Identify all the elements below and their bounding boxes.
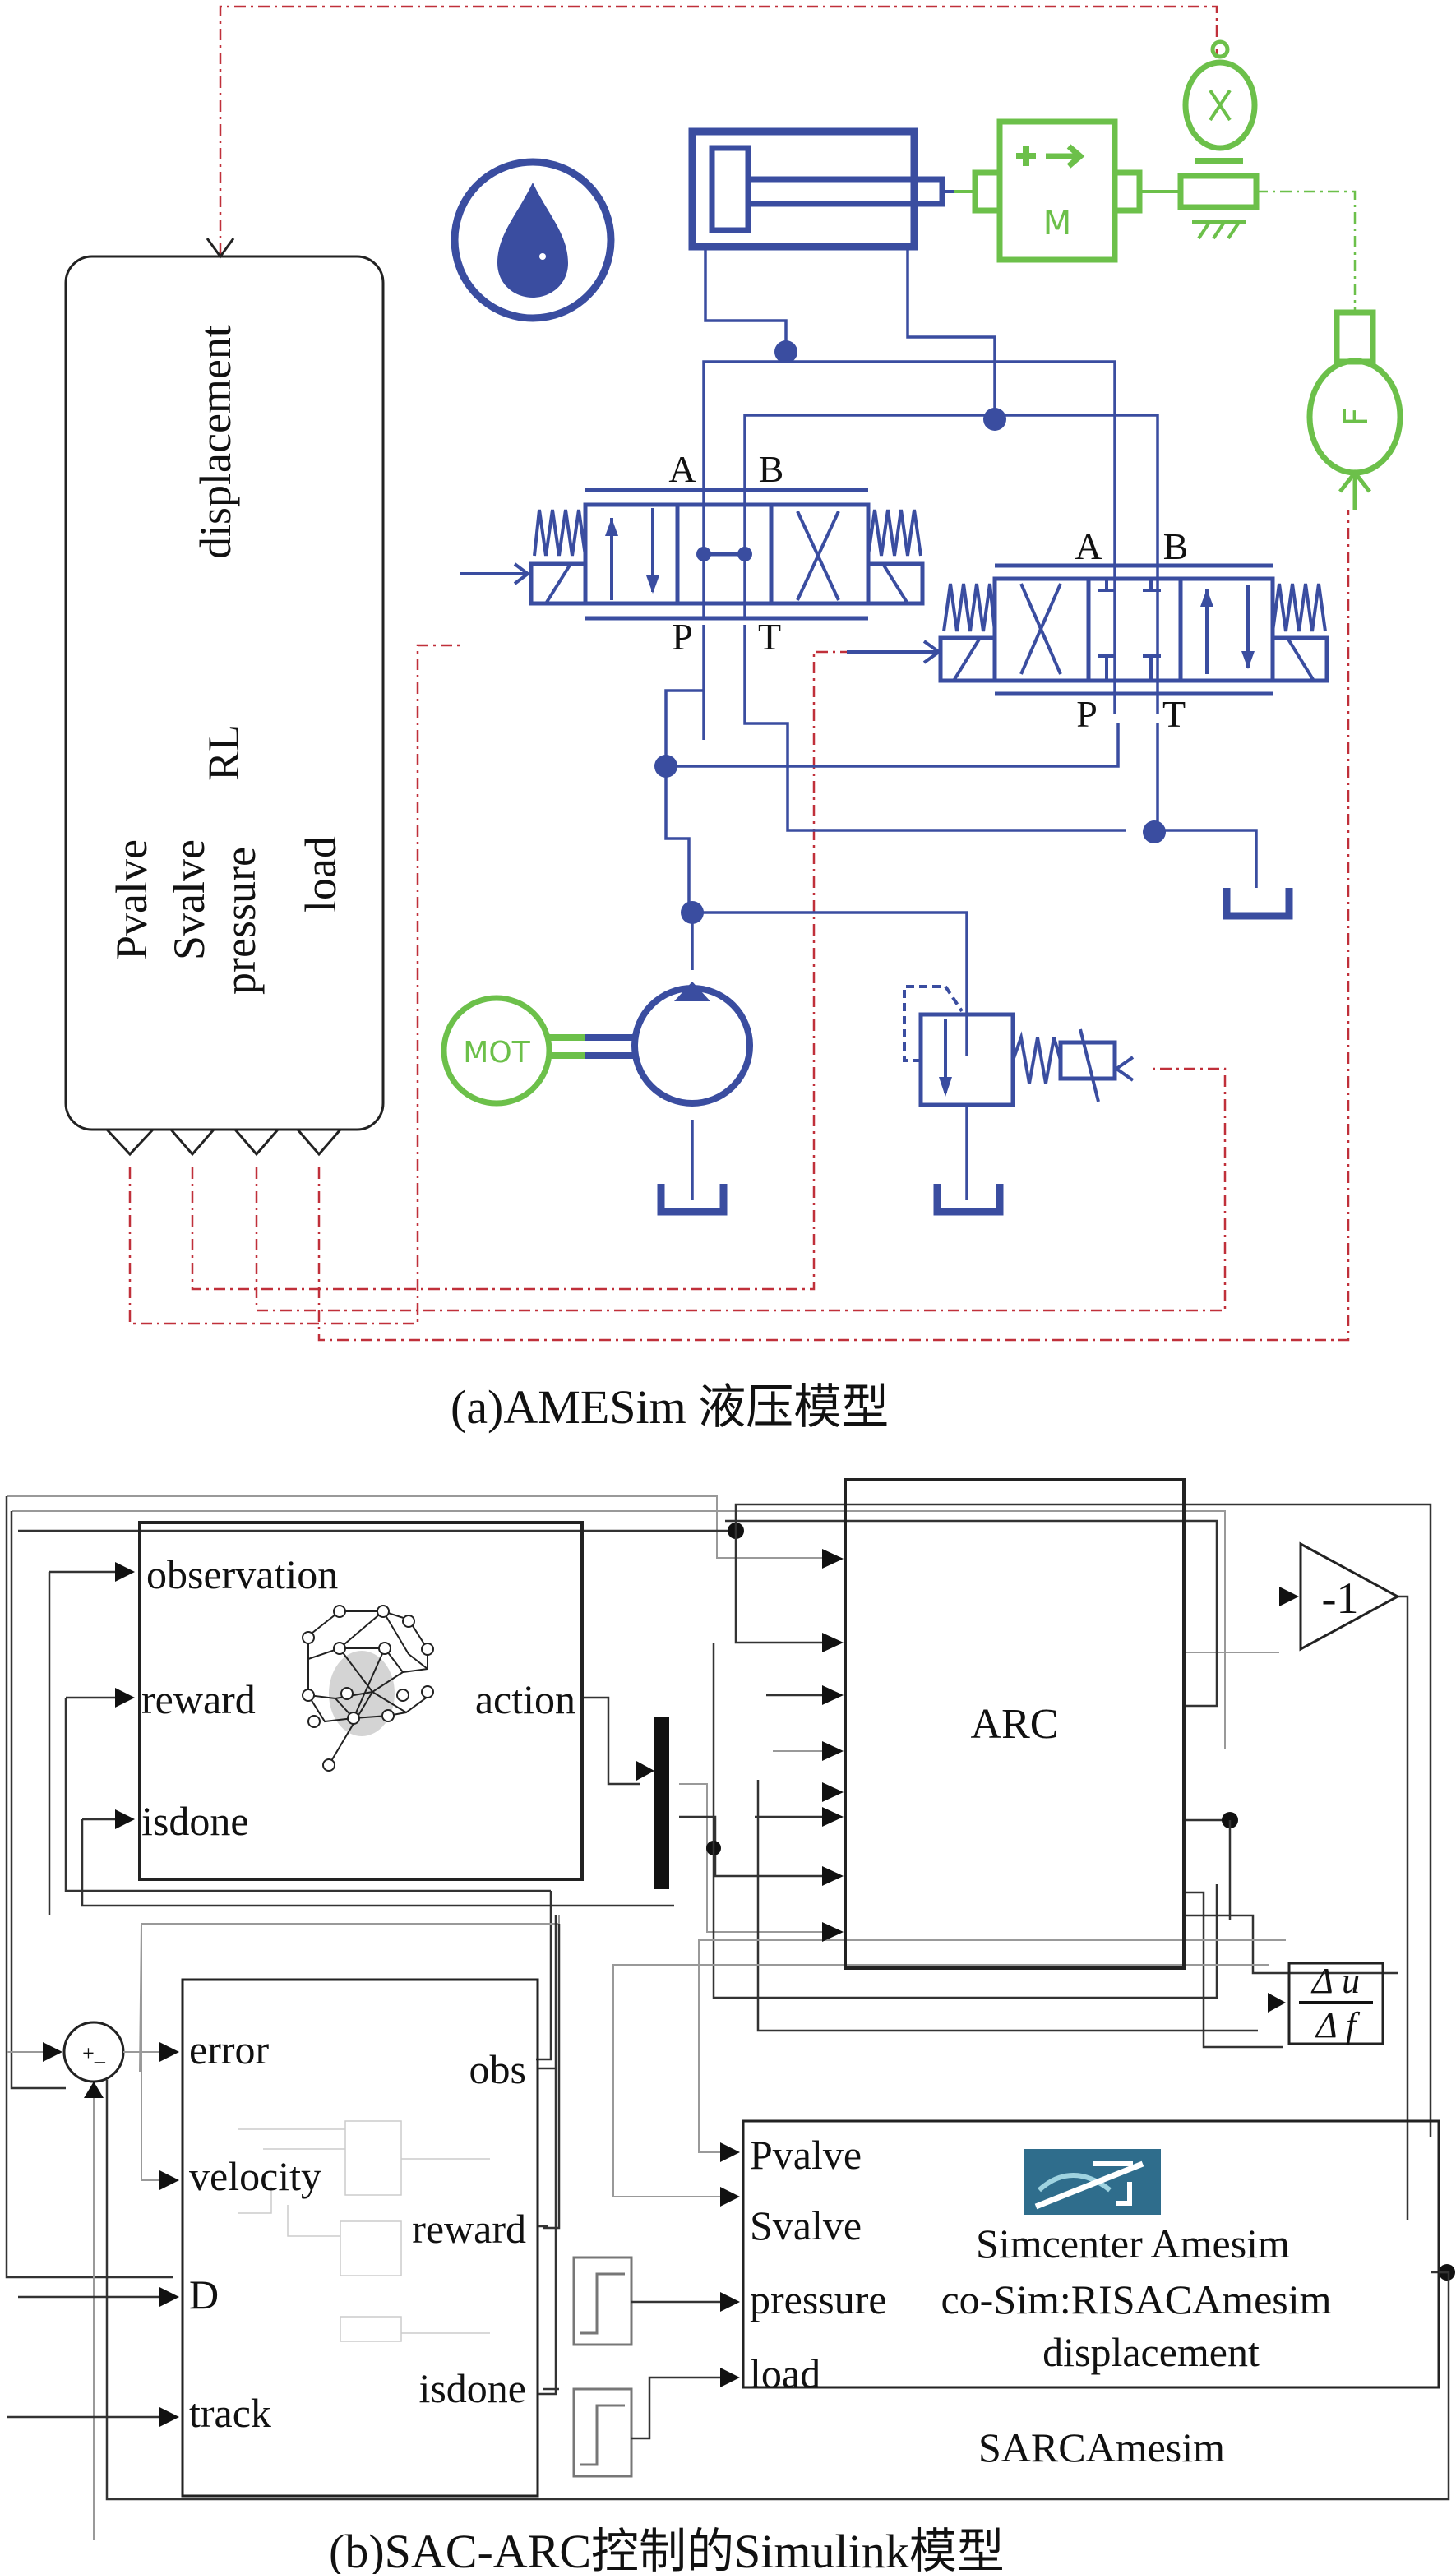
caption-a: (a)AMESim 液压模型 bbox=[451, 1380, 890, 1434]
amesim-input-pressure: pressure bbox=[750, 2276, 887, 2322]
rl-block: displacement RL Pvalve Svalve pressure l… bbox=[64, 255, 385, 1157]
valve1-port-p: P bbox=[672, 616, 693, 658]
gain-label: -1 bbox=[1322, 1574, 1359, 1623]
signal-pvalve-1 bbox=[128, 1167, 419, 1325]
valve2-port-p: P bbox=[1076, 693, 1098, 735]
mux-block bbox=[654, 1717, 669, 1889]
amesim-title-line3: displacement bbox=[1042, 2329, 1260, 2375]
electric-motor-icon: MOT bbox=[441, 995, 585, 1107]
env-input-velocity: velocity bbox=[189, 2153, 321, 2199]
relief-valve-icon bbox=[903, 985, 1135, 1107]
port-arrow-icon bbox=[636, 1761, 654, 1781]
rl-label-svalve: Svalve bbox=[164, 839, 214, 960]
arc-block: ARC bbox=[822, 1478, 1186, 1970]
agent-output-action: action bbox=[475, 1676, 575, 1722]
derivative-block: Δ u Δ f bbox=[1268, 1961, 1384, 2045]
amesim-title-line1: Simcenter Amesim bbox=[976, 2220, 1290, 2267]
valve2-port-b: B bbox=[1163, 525, 1189, 567]
mass-block-icon: M bbox=[954, 118, 1143, 263]
amesim-input-svalve: Svalve bbox=[750, 2202, 862, 2248]
env-input-d: D bbox=[189, 2271, 219, 2318]
simcenter-logo-icon bbox=[1024, 2149, 1161, 2215]
amesim-block-name: SARCAmesim bbox=[978, 2424, 1225, 2470]
env-output-obs: obs bbox=[469, 2046, 526, 2092]
motor-label: MOT bbox=[463, 1036, 530, 1070]
force-source-icon: F bbox=[1306, 309, 1403, 510]
signal-lines bbox=[128, 5, 1350, 1342]
rl-label-pressure: pressure bbox=[215, 847, 265, 995]
derivative-denominator: Δ f bbox=[1315, 2005, 1361, 2045]
signal-pvalve-2 bbox=[416, 644, 460, 1266]
sum-block: +_ bbox=[7, 2021, 164, 2540]
arc-label: ARC bbox=[971, 1701, 1059, 1748]
rl-label-pvalve: Pvalve bbox=[107, 839, 156, 960]
hydraulic-lines bbox=[654, 247, 1258, 1200]
rl-agent-block: observation reward isdone action bbox=[115, 1521, 584, 1881]
port-arrow-icon bbox=[115, 1562, 135, 1582]
env-output-isdone: isdone bbox=[418, 2365, 526, 2411]
amesim-cosim-block: Pvalve Svalve pressure load Simcenter Am… bbox=[720, 2119, 1449, 2470]
sum-signs: +_ bbox=[82, 2041, 106, 2065]
gain-block: -1 bbox=[1279, 1541, 1401, 1652]
rl-label-displacement: displacement bbox=[191, 325, 240, 559]
agent-input-observation: observation bbox=[146, 1551, 338, 1597]
env-output-reward: reward bbox=[412, 2206, 526, 2252]
valve1-port-b: B bbox=[759, 448, 784, 490]
valve2-port-t: T bbox=[1162, 693, 1186, 735]
fluid-properties-icon bbox=[451, 158, 615, 322]
directional-valve-2: A B P T bbox=[847, 525, 1329, 735]
hydraulic-cylinder-icon bbox=[688, 127, 954, 251]
signal-displacement bbox=[219, 5, 1218, 255]
step-source-load bbox=[572, 2368, 740, 2478]
valve2-port-a: A bbox=[1075, 525, 1102, 567]
arc-input-arrows bbox=[822, 1549, 844, 1942]
caption-b: (b)SAC-ARC控制的Simulink模型 bbox=[329, 2525, 1005, 2574]
neural-network-icon bbox=[302, 1605, 434, 1772]
agent-input-reward: reward bbox=[141, 1676, 256, 1722]
directional-valve-1: A B P T bbox=[460, 448, 925, 658]
step-source-pressure bbox=[572, 2256, 740, 2346]
signal-pressure bbox=[255, 1067, 1227, 1312]
port-arrow-icon bbox=[115, 1809, 135, 1829]
env-input-error: error bbox=[189, 2026, 269, 2073]
force-label: F bbox=[1338, 407, 1375, 426]
mass-label: M bbox=[1043, 205, 1072, 243]
env-input-track: track bbox=[189, 2390, 271, 2436]
amesim-model: displacement RL Pvalve Svalve pressure l… bbox=[64, 5, 1403, 1342]
amesim-title-line2: co-Sim:RISACAmesim bbox=[941, 2276, 1331, 2322]
pump-icon bbox=[585, 982, 753, 1107]
port-arrow-icon bbox=[115, 1688, 135, 1708]
displacement-sensor-icon bbox=[1139, 39, 1357, 312]
amesim-input-pvalve: Pvalve bbox=[750, 2132, 862, 2178]
valve1-port-a: A bbox=[668, 448, 696, 490]
amesim-input-load: load bbox=[750, 2350, 820, 2396]
signal-load bbox=[317, 510, 1350, 1342]
signal-svalve bbox=[191, 650, 847, 1291]
valve1-port-t: T bbox=[758, 616, 781, 658]
environment-subsystem: error velocity D track obs reward isdone bbox=[7, 1915, 557, 2498]
derivative-numerator: Δ u bbox=[1310, 1961, 1360, 2001]
rl-label-load: load bbox=[296, 836, 345, 913]
tank-icons bbox=[657, 888, 1293, 1216]
simulink-model: observation reward isdone action bbox=[5, 1478, 1455, 2540]
rl-label-rl: RL bbox=[199, 724, 248, 781]
agent-input-isdone: isdone bbox=[141, 1798, 249, 1844]
